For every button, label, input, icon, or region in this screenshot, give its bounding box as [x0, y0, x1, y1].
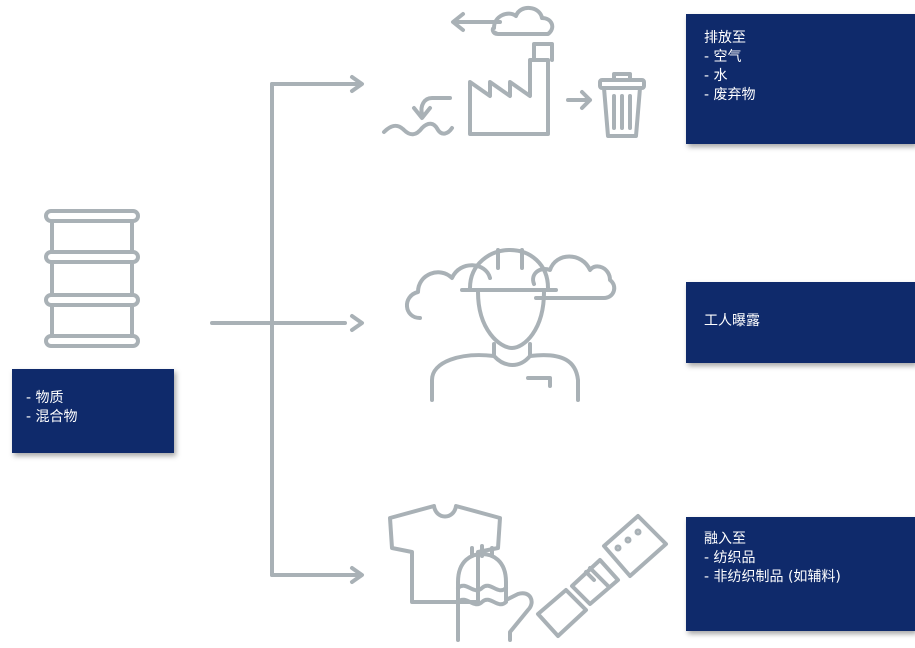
- barrel-icon: [44, 209, 140, 348]
- flow-connectors: [210, 75, 364, 584]
- worker-exposure-box: 工人曝露: [686, 282, 915, 363]
- water-icon: [382, 96, 454, 137]
- emissions-line-waste: - 废弃物: [704, 87, 756, 103]
- smoke-cloud-icon: [490, 6, 555, 36]
- worker-exposure-label: 工人曝露: [704, 313, 760, 329]
- factory-icon: [468, 42, 554, 136]
- input-line-substance: - 物质: [26, 390, 64, 406]
- arrowhead-bottom: [350, 566, 364, 584]
- emissions-box: 排放至 - 空气 - 水 - 废弃物: [686, 14, 915, 144]
- products-heading: 融入至: [704, 531, 746, 547]
- cloud-icon: [405, 254, 617, 320]
- emissions-heading: 排放至: [704, 30, 746, 46]
- belt-icon: [536, 514, 668, 638]
- emissions-line-air: - 空气: [704, 49, 742, 65]
- emission-waste-arrow: [566, 90, 592, 110]
- trash-icon: [598, 72, 646, 138]
- products-box: 融入至 - 纺织品 - 非纺织制品 (如辅料): [686, 517, 915, 631]
- input-line-mixture: - 混合物: [26, 409, 78, 425]
- emission-air-arrow: [451, 12, 502, 32]
- input-substances-box: - 物质 - 混合物: [12, 369, 174, 453]
- products-line-non-textiles: - 非纺织制品 (如辅料): [704, 569, 841, 585]
- emissions-line-water: - 水: [704, 68, 728, 84]
- tshirt-icon: [388, 504, 502, 604]
- worker-icon: [430, 248, 580, 402]
- products-line-textiles: - 纺织品: [704, 550, 756, 566]
- glove-icon: [456, 544, 534, 642]
- arrowhead-top: [350, 75, 364, 93]
- arrowhead-middle: [350, 314, 364, 332]
